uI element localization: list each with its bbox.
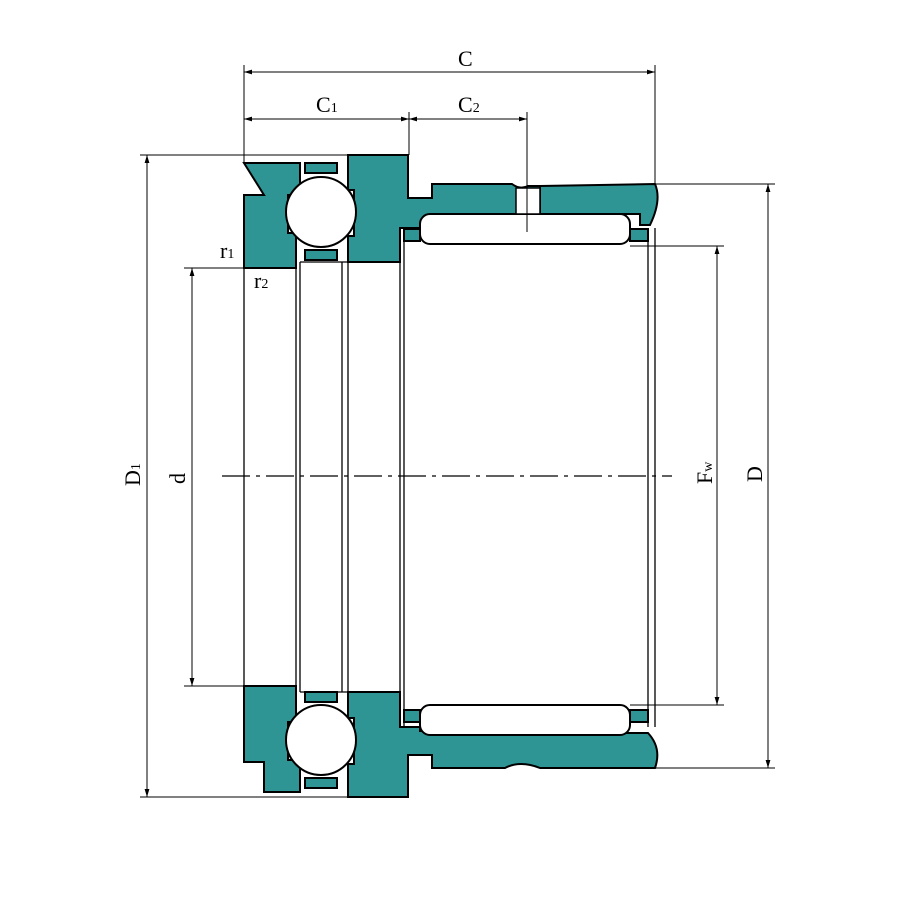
middle-washer-top: [347, 154, 541, 263]
cage-end-bottom-right: [629, 709, 649, 723]
label-D: D: [742, 466, 767, 482]
cage-bar-bottom-2: [304, 777, 338, 789]
outer-ring-top: [539, 182, 659, 226]
bore-lines: [243, 228, 656, 727]
label-r1: r1: [220, 238, 234, 263]
ball-top: [285, 176, 357, 248]
dimensions: [140, 65, 775, 798]
labels: C C1 C2 r1 r2 D1 d Fw D: [120, 46, 767, 486]
bottom-section: [243, 685, 659, 798]
label-D1: D1: [120, 463, 145, 486]
top-section: [242, 154, 659, 269]
label-Fw: Fw: [692, 461, 717, 484]
cage-bar-top-1: [304, 162, 338, 174]
label-C2: C2: [458, 92, 480, 117]
label-r2: r2: [254, 268, 268, 293]
ball-bottom: [285, 704, 357, 776]
label-C1: C1: [316, 92, 338, 117]
lube-hole-top: [515, 187, 541, 215]
cage-end-bottom-left: [403, 709, 421, 723]
label-d: d: [165, 473, 190, 484]
needle-roller-top: [419, 213, 631, 245]
needle-roller-bottom: [419, 704, 631, 736]
cage-end-top-left: [403, 228, 421, 242]
cage-end-top-right: [629, 228, 649, 242]
label-C: C: [458, 46, 473, 71]
cage-bar-top-2: [304, 249, 338, 261]
cage-bar-bottom-1: [304, 691, 338, 703]
